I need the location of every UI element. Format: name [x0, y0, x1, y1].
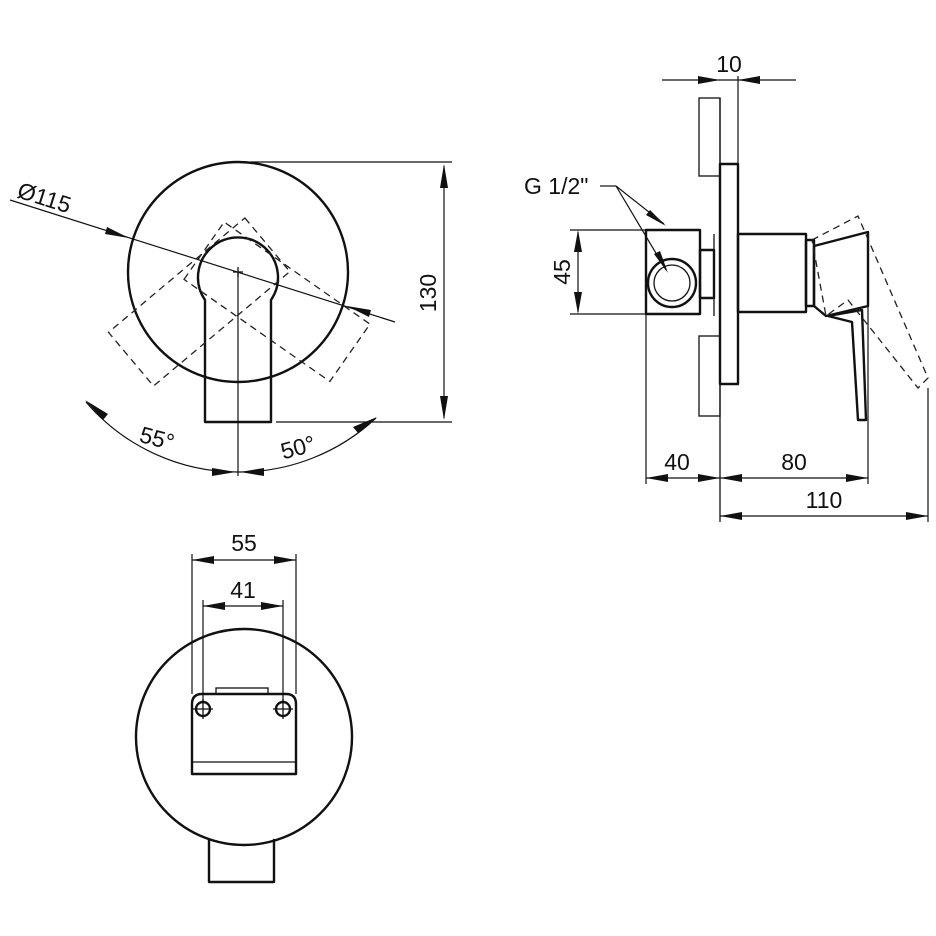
- depth-handle-label: 80: [781, 449, 807, 475]
- front-view: Ø115 130 55° 50°: [9, 160, 452, 476]
- wall-offset-label: 10: [716, 51, 742, 77]
- inlet-pipe-inner: [653, 264, 691, 302]
- pipe-height-label: 45: [549, 259, 575, 285]
- diameter-label: Ø115: [14, 177, 74, 218]
- thread-label: G 1/2": [524, 173, 588, 199]
- side-view: G 1/2" 10 45 40 80 110: [524, 51, 929, 522]
- bracket-top-tab: [215, 687, 269, 695]
- height-label: 130: [415, 274, 441, 312]
- handle-body: [196, 236, 280, 424]
- wall-section-top: [698, 97, 721, 177]
- diameter-leader-line: [9, 199, 396, 323]
- back-view: 55 41: [134, 530, 354, 884]
- back-plate-circle: [134, 627, 354, 847]
- mounting-bracket: [190, 692, 298, 776]
- hole-spacing-label: 41: [230, 577, 256, 603]
- back-stub: [207, 838, 276, 884]
- handle-hub: [812, 230, 870, 318]
- wall-section-bottom: [698, 335, 721, 417]
- angle-right-label: 50°: [278, 430, 318, 464]
- inlet-neck: [698, 248, 716, 300]
- outer-width-label: 55: [231, 530, 257, 556]
- handle-rotated-right-hidden: [107, 217, 291, 387]
- valve-stem-base: [736, 232, 808, 314]
- inlet-pipe-outer: [646, 257, 698, 309]
- handle-rotated-left-hidden: [183, 221, 371, 383]
- cover-plate-side: [718, 162, 740, 386]
- depth-total-label: 110: [806, 487, 843, 513]
- angle-left-label: 55°: [137, 421, 177, 455]
- handle-rotated-hidden: [811, 215, 929, 389]
- depth-wall-label: 40: [664, 449, 690, 475]
- handle-lever: [826, 308, 868, 422]
